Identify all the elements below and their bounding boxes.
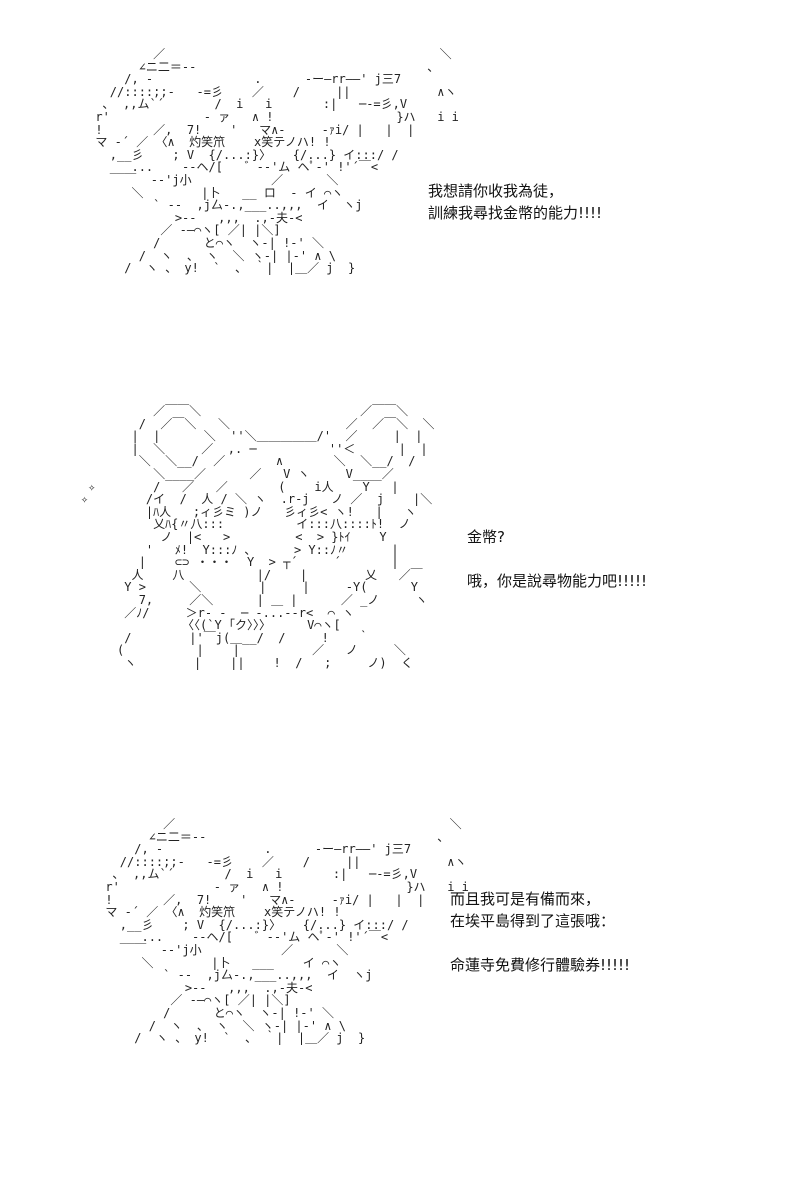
dialogue-spacer — [467, 548, 647, 570]
comic-panel-2: ／￣￣＼ ／￣￣＼ / ／￣＼ ＼ ／ ／￣＼ ＼ | | ＼ ''＼＿＿＿＿＿… — [0, 395, 800, 770]
comic-panel-3: ／ ＼ ∠ニ二＝‐- ､ /, - . -ー―rr――' j三7 //::::;… — [0, 800, 800, 1160]
dialogue-2: 金幣? 哦，你是說尋物能力吧!!!!! — [467, 526, 647, 592]
dialogue-line: 訓練我尋找金幣的能力!!!! — [428, 204, 603, 222]
dialogue-line: 命蓮寺免費修行體驗券!!!!! — [450, 956, 631, 974]
dialogue-1: 我想請你收我為徒， 訓練我尋找金幣的能力!!!! — [428, 180, 602, 224]
dialogue-line: 金幣? — [467, 528, 505, 546]
dialogue-line: 哦，你是說尋物能力吧!!!!! — [467, 572, 648, 590]
ascii-art-character-1: ／ ＼ ∠ニ二＝‐- ､ /, - . -ー―rr――' j三7 //::::;… — [95, 47, 459, 276]
dialogue-line: 我想請你收我為徒， — [428, 182, 564, 200]
dialogue-3: 而且我可是有備而來， 在埃平島得到了這張哦： 命蓮寺免費修行體驗券!!!!! — [450, 888, 630, 976]
dialogue-line: 在埃平島得到了這張哦： — [450, 912, 616, 930]
ascii-art-character-2: ／￣￣＼ ／￣￣＼ / ／￣＼ ＼ ／ ／￣＼ ＼ | | ＼ ''＼＿＿＿＿＿… — [80, 404, 435, 670]
comic-panel-1: ／ ＼ ∠ニ二＝‐- ､ /, - . -ー―rr――' j三7 //::::;… — [0, 30, 800, 380]
dialogue-spacer — [450, 932, 630, 954]
dialogue-line: 而且我可是有備而來， — [450, 890, 601, 908]
ascii-art-character-3: ／ ＼ ∠ニ二＝‐- ､ /, - . -ー―rr――' j三7 //::::;… — [105, 817, 469, 1046]
